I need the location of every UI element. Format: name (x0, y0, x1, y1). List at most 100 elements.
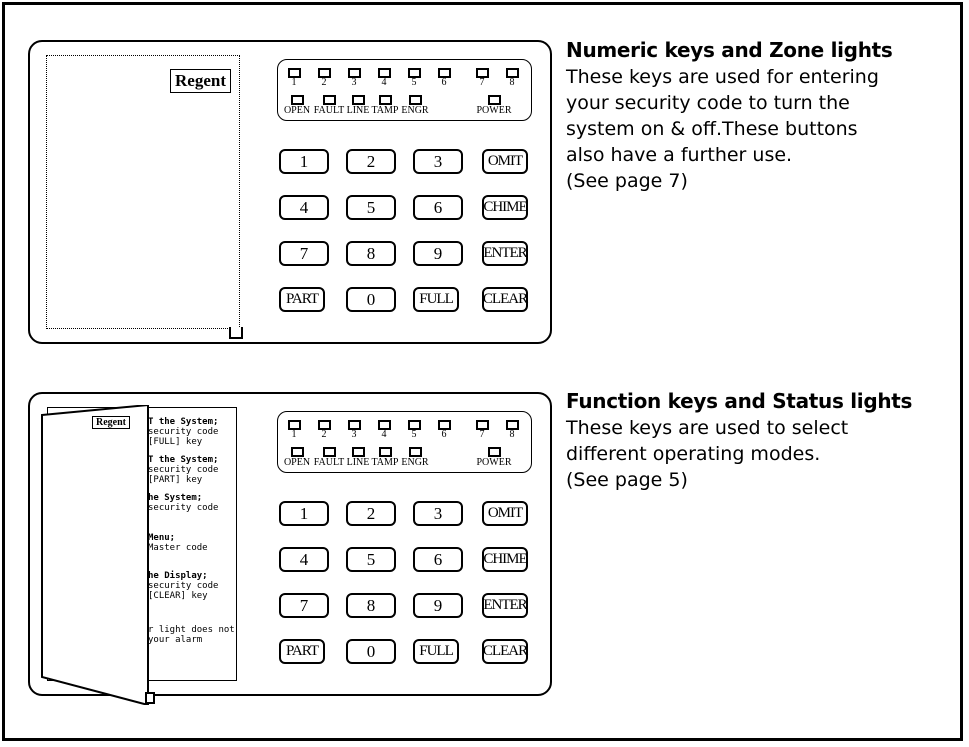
section2-description-line: different operating modes. (566, 443, 821, 465)
key-2[interactable]: 2 (346, 501, 396, 526)
status-led (408, 447, 422, 457)
instruction-line: [CLEAR] key (148, 591, 208, 601)
zone-led (505, 68, 519, 78)
zone-number: 7 (479, 77, 485, 88)
key-7[interactable]: 7 (279, 241, 329, 266)
zone-led (437, 68, 451, 78)
status-light-fault: FAULT (312, 95, 346, 116)
key-enter[interactable]: ENTER (482, 593, 528, 618)
zone-light-8: 8 (504, 68, 520, 88)
brand-logo: Regent (170, 69, 231, 93)
key-full[interactable]: FULL (413, 639, 459, 664)
key-chime[interactable]: CHIME (482, 547, 528, 572)
section2-description-line: (See page 5) (566, 469, 688, 491)
key-full[interactable]: FULL (413, 287, 459, 312)
key-7[interactable]: 7 (279, 593, 329, 618)
instruction-line: he System; (148, 493, 203, 503)
key-part[interactable]: PART (279, 639, 325, 664)
zone-light-4: 4 (376, 68, 392, 88)
key-9[interactable]: 9 (413, 593, 463, 618)
zone-number: 5 (411, 77, 417, 88)
key-omit[interactable]: OMIT (482, 149, 528, 174)
zone-number: 3 (351, 77, 357, 88)
key-clear[interactable]: CLEAR (482, 287, 528, 312)
zone-led (317, 420, 331, 430)
zone-light-5: 5 (406, 68, 422, 88)
key-8[interactable]: 8 (346, 241, 396, 266)
zone-number: 6 (441, 77, 447, 88)
instruction-line: security code (148, 503, 219, 513)
zone-led (407, 68, 421, 78)
zone-light-1: 1 (286, 420, 302, 440)
key-3[interactable]: 3 (413, 501, 463, 526)
zone-led (317, 68, 331, 78)
zone-number: 2 (321, 429, 327, 440)
section1-description-line: also have a further use. (566, 144, 793, 166)
instruction-line: security code (148, 427, 219, 437)
instruction-line: [FULL] key (148, 437, 203, 447)
key-clear[interactable]: CLEAR (482, 639, 528, 664)
status-led (290, 95, 304, 105)
status-label: OPEN (283, 457, 311, 468)
key-1[interactable]: 1 (279, 149, 329, 174)
section1-description-line: system on & off.These buttons (566, 118, 858, 140)
status-label: FAULT (313, 457, 345, 468)
zone-light-4: 4 (376, 420, 392, 440)
status-light-engr: ENGR (400, 447, 430, 468)
key-chime[interactable]: CHIME (482, 195, 528, 220)
section1-description-line: These keys are used for entering (566, 66, 879, 88)
key-6[interactable]: 6 (413, 547, 463, 572)
zone-led (377, 420, 391, 430)
key-1[interactable]: 1 (279, 501, 329, 526)
status-light-open: OPEN (282, 447, 312, 468)
key-part[interactable]: PART (279, 287, 325, 312)
zone-led (475, 68, 489, 78)
status-label: LINE (346, 105, 370, 116)
key-2[interactable]: 2 (346, 149, 396, 174)
keypad-door-closed: Regent (46, 55, 240, 329)
zone-light-6: 6 (436, 420, 452, 440)
status-led (322, 95, 336, 105)
key-0[interactable]: 0 (346, 639, 396, 664)
status-light-line: LINE (346, 447, 370, 468)
status-label: ENGR (401, 105, 429, 116)
status-label: ENGR (401, 457, 429, 468)
zone-led (287, 68, 301, 78)
key-enter[interactable]: ENTER (482, 241, 528, 266)
key-omit[interactable]: OMIT (482, 501, 528, 526)
status-led (487, 447, 501, 457)
status-label: POWER (476, 105, 512, 116)
status-led (408, 95, 422, 105)
key-5[interactable]: 5 (346, 547, 396, 572)
zone-number: 1 (291, 77, 297, 88)
status-light-power: POWER (474, 447, 514, 468)
zone-number: 5 (411, 429, 417, 440)
instruction-line: [PART] key (148, 475, 203, 485)
door-hinge (229, 327, 243, 339)
status-light-line: LINE (346, 95, 370, 116)
zone-led (407, 420, 421, 430)
key-4[interactable]: 4 (279, 547, 329, 572)
zone-light-6: 6 (436, 68, 452, 88)
zone-led (475, 420, 489, 430)
zone-light-7: 7 (474, 420, 490, 440)
section1-description-line: (See page 7) (566, 170, 688, 192)
zone-number: 3 (351, 429, 357, 440)
key-8[interactable]: 8 (346, 593, 396, 618)
zone-light-5: 5 (406, 420, 422, 440)
key-3[interactable]: 3 (413, 149, 463, 174)
key-4[interactable]: 4 (279, 195, 329, 220)
status-label: LINE (346, 457, 370, 468)
key-9[interactable]: 9 (413, 241, 463, 266)
key-0[interactable]: 0 (346, 287, 396, 312)
zone-number: 7 (479, 429, 485, 440)
zone-light-2: 2 (316, 68, 332, 88)
key-5[interactable]: 5 (346, 195, 396, 220)
status-light-power: POWER (474, 95, 514, 116)
key-6[interactable]: 6 (413, 195, 463, 220)
status-led (351, 447, 365, 457)
zone-led (505, 420, 519, 430)
status-led (290, 447, 304, 457)
